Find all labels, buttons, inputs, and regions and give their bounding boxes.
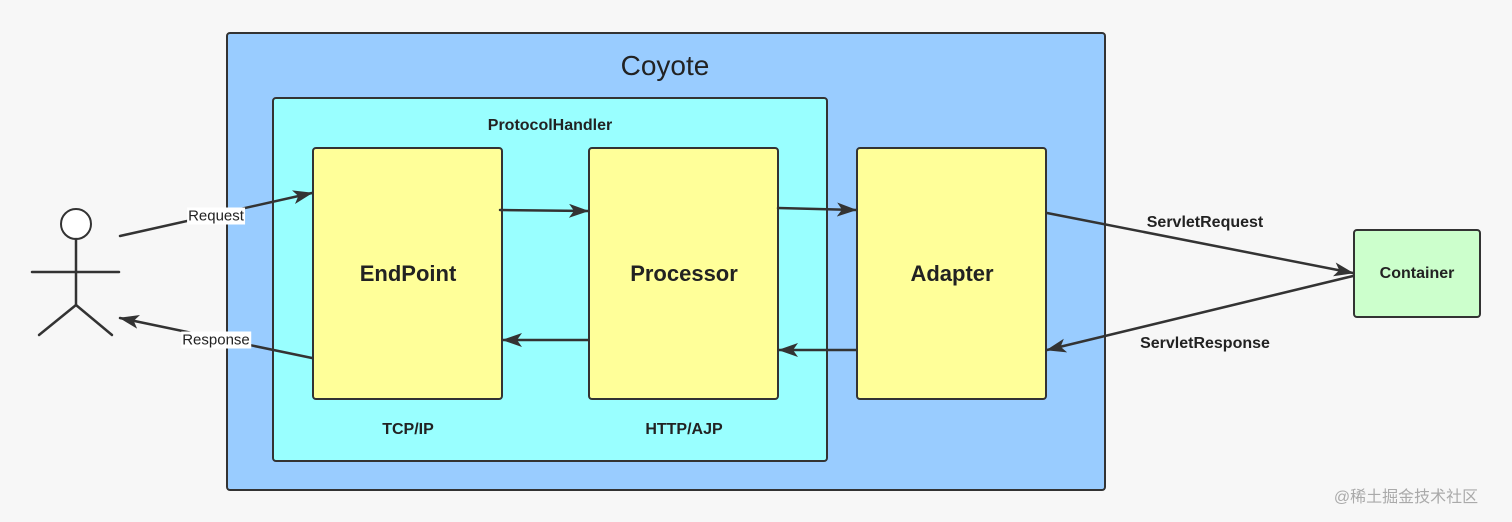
tcp-ip-label: TCP/IP <box>382 421 434 438</box>
processor-label: Processor <box>630 261 738 286</box>
actor-leg-left <box>37 303 78 337</box>
http-ajp-label: HTTP/AJP <box>645 421 723 438</box>
actor-leg-right <box>74 303 114 337</box>
servlet-request-label: ServletRequest <box>1146 214 1264 231</box>
coyote-title: Coyote <box>620 50 710 81</box>
endpoint-box <box>312 147 503 400</box>
container-box <box>1353 229 1481 318</box>
container-label: Container <box>1379 265 1455 282</box>
servlet-request-arrow <box>1045 211 1355 277</box>
adapter-label: Adapter <box>910 261 994 286</box>
response-label: Response <box>181 331 251 349</box>
adapter-box <box>856 147 1047 400</box>
actor-head <box>60 208 92 240</box>
processor-box <box>588 147 779 400</box>
endpoint-label: EndPoint <box>359 261 457 286</box>
protocol-handler-label: ProtocolHandler <box>487 117 613 134</box>
servlet-response-arrow <box>1045 274 1355 353</box>
servlet-response-label: ServletResponse <box>1140 335 1270 352</box>
endpoint-to-processor-arrow <box>498 203 590 218</box>
footer-watermark: @稀土掘金技术社区 <box>1333 489 1479 506</box>
request-label: Request <box>187 207 245 225</box>
processor-to-adapter-arrow <box>776 202 858 217</box>
